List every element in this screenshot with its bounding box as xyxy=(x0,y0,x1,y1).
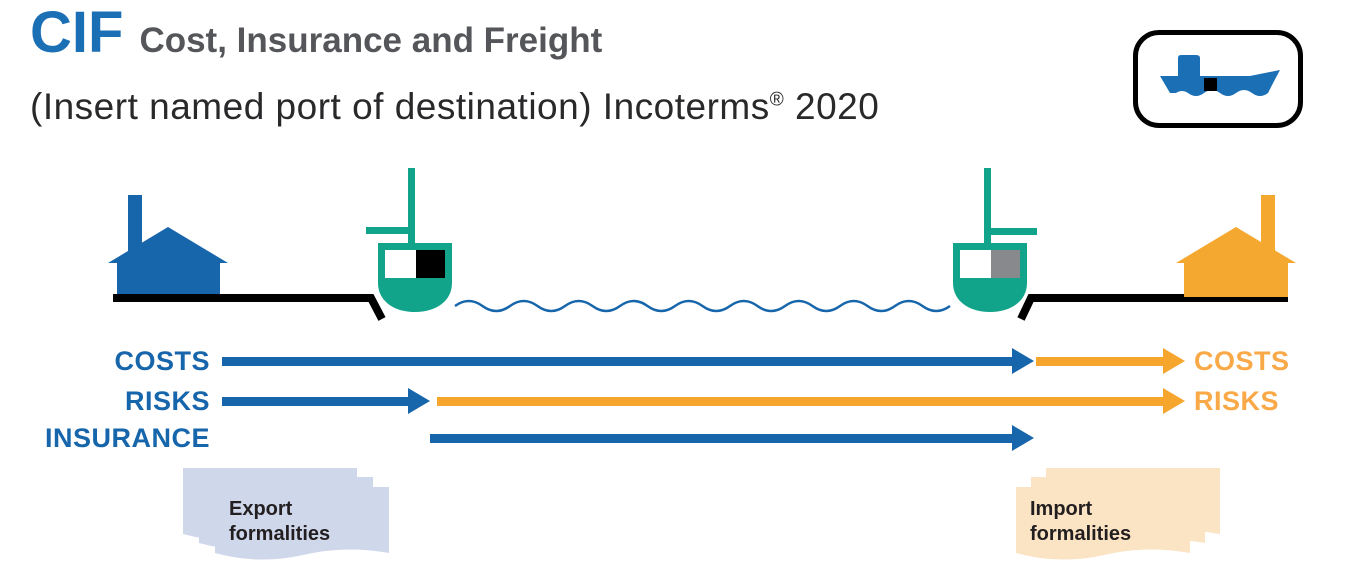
import-formalities-stack: Import formalities xyxy=(1016,468,1256,580)
costs-label-buyer: COSTS xyxy=(1194,346,1290,376)
insurance-bar xyxy=(430,434,1012,443)
document-page xyxy=(1016,487,1190,560)
insurance-arrowhead-icon xyxy=(1012,425,1034,451)
ship-cabin xyxy=(1178,55,1200,76)
cargo-ship-icon xyxy=(1160,55,1280,96)
buyer-factory-icon xyxy=(1176,195,1296,297)
export-formalities-label: Export formalities xyxy=(229,497,330,547)
ship-container-black xyxy=(1204,78,1217,91)
registered-mark: ® xyxy=(769,89,785,111)
ocean-wave-line xyxy=(454,299,951,313)
origin-ship-icon xyxy=(366,168,452,312)
risks-buyer-bar xyxy=(437,397,1163,406)
seller-factory-icon xyxy=(108,195,228,297)
subtitle-text: (Insert named port of destination) Incot… xyxy=(30,86,770,127)
origin-quay-line xyxy=(113,294,386,321)
import-label-line2: formalities xyxy=(1030,523,1132,545)
risks-label-seller: RISKS xyxy=(124,386,210,416)
costs-seller-arrowhead-icon xyxy=(1012,348,1034,374)
destination-ship-icon xyxy=(953,168,1037,312)
risks-seller-bar xyxy=(222,397,408,406)
transport-mode-badge xyxy=(1133,30,1303,128)
risks-buyer-arrowhead-icon xyxy=(1163,388,1185,414)
page-header: CIF Cost, Insurance and Freight xyxy=(30,4,602,62)
import-formalities-label: Import formalities xyxy=(1030,497,1131,547)
ship-hull xyxy=(1160,70,1280,96)
export-label-line1: Export xyxy=(229,498,293,520)
insurance-label: INSURANCE xyxy=(44,423,210,453)
risks-seller-arrowhead-icon xyxy=(408,388,430,414)
export-formalities-stack: Export formalities xyxy=(183,468,423,580)
import-label-line1: Import xyxy=(1030,498,1093,520)
destination-quay-line xyxy=(1017,294,1288,321)
cargo-onboard-black-square xyxy=(416,250,445,278)
costs-label-seller: COSTS xyxy=(114,346,210,376)
risks-label-buyer: RISKS xyxy=(1194,386,1280,416)
export-label-line2: formalities xyxy=(229,523,331,545)
cargo-delivered-gray-square xyxy=(991,250,1020,278)
incoterm-title: Cost, Insurance and Freight xyxy=(139,21,603,60)
incoterm-acronym: CIF xyxy=(30,0,124,65)
subtitle-year: 2020 xyxy=(795,86,880,127)
document-page xyxy=(215,487,389,560)
incoterm-subtitle: (Insert named port of destination) Incot… xyxy=(30,86,879,128)
costs-buyer-arrowhead-icon xyxy=(1163,348,1185,374)
costs-buyer-bar xyxy=(1036,357,1163,366)
costs-seller-bar xyxy=(222,357,1012,366)
